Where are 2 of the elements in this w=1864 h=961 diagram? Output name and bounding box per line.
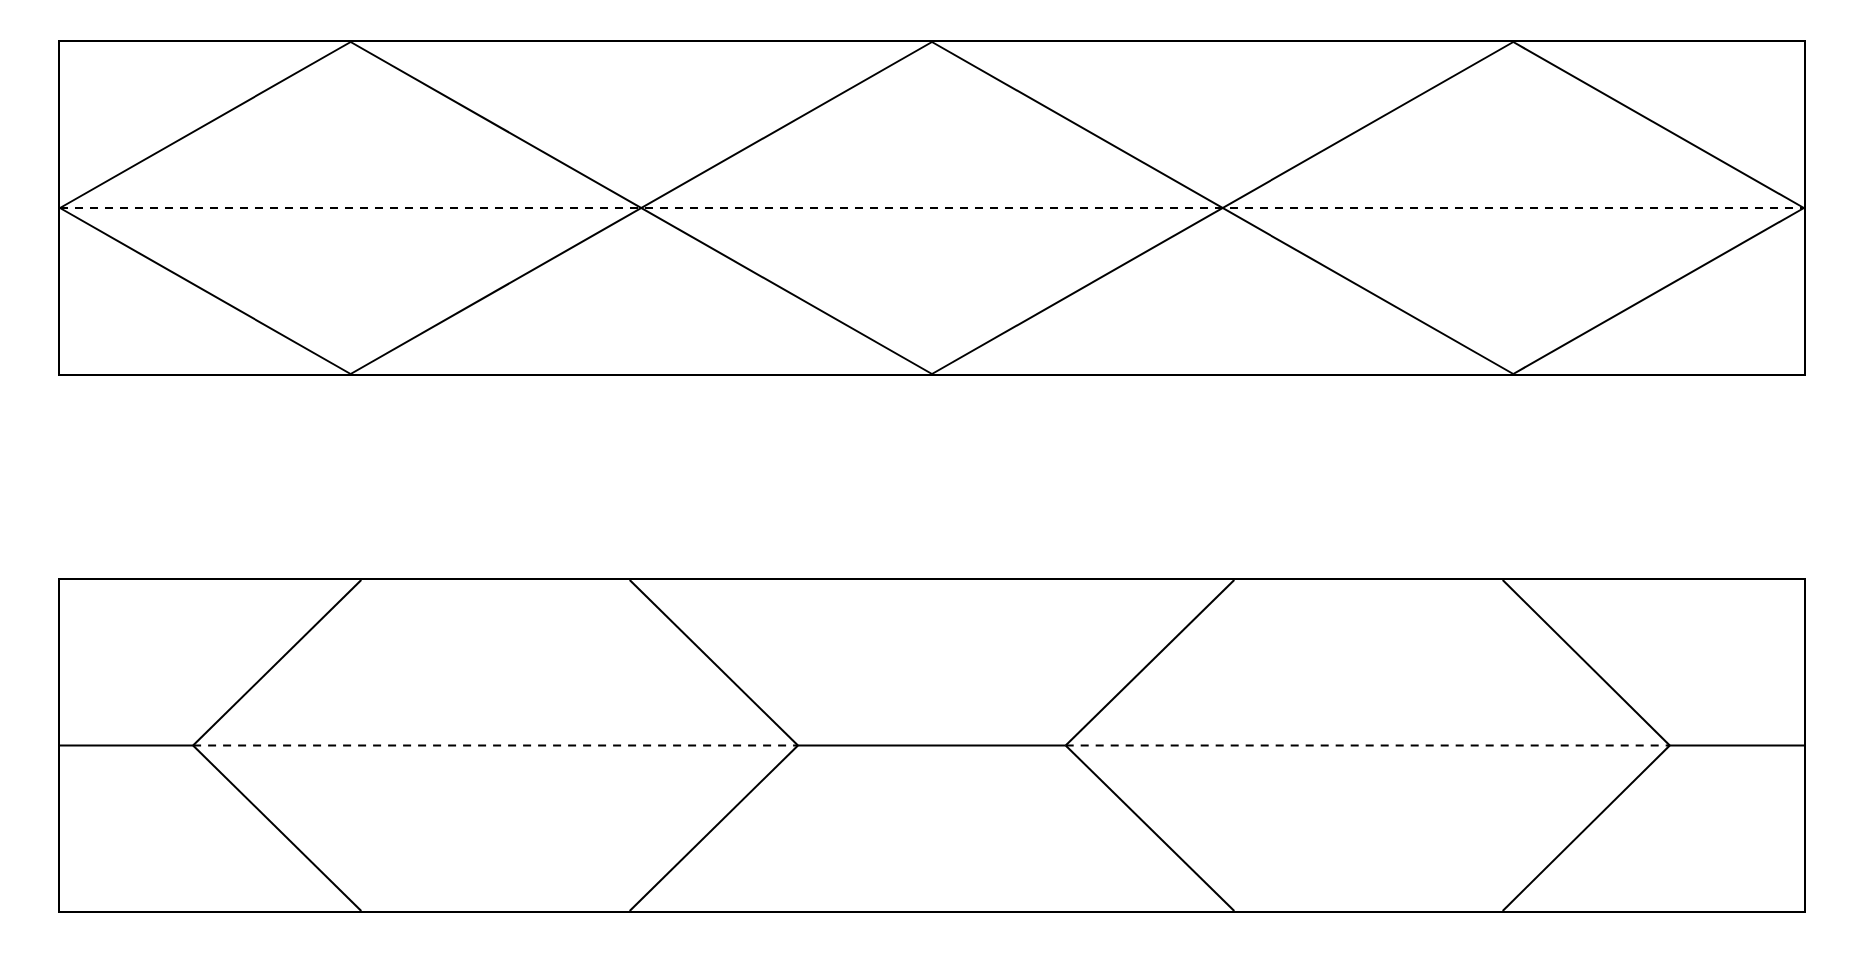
crease-pattern-drawing [58, 578, 1806, 913]
crease-pattern-drawing [58, 40, 1806, 376]
